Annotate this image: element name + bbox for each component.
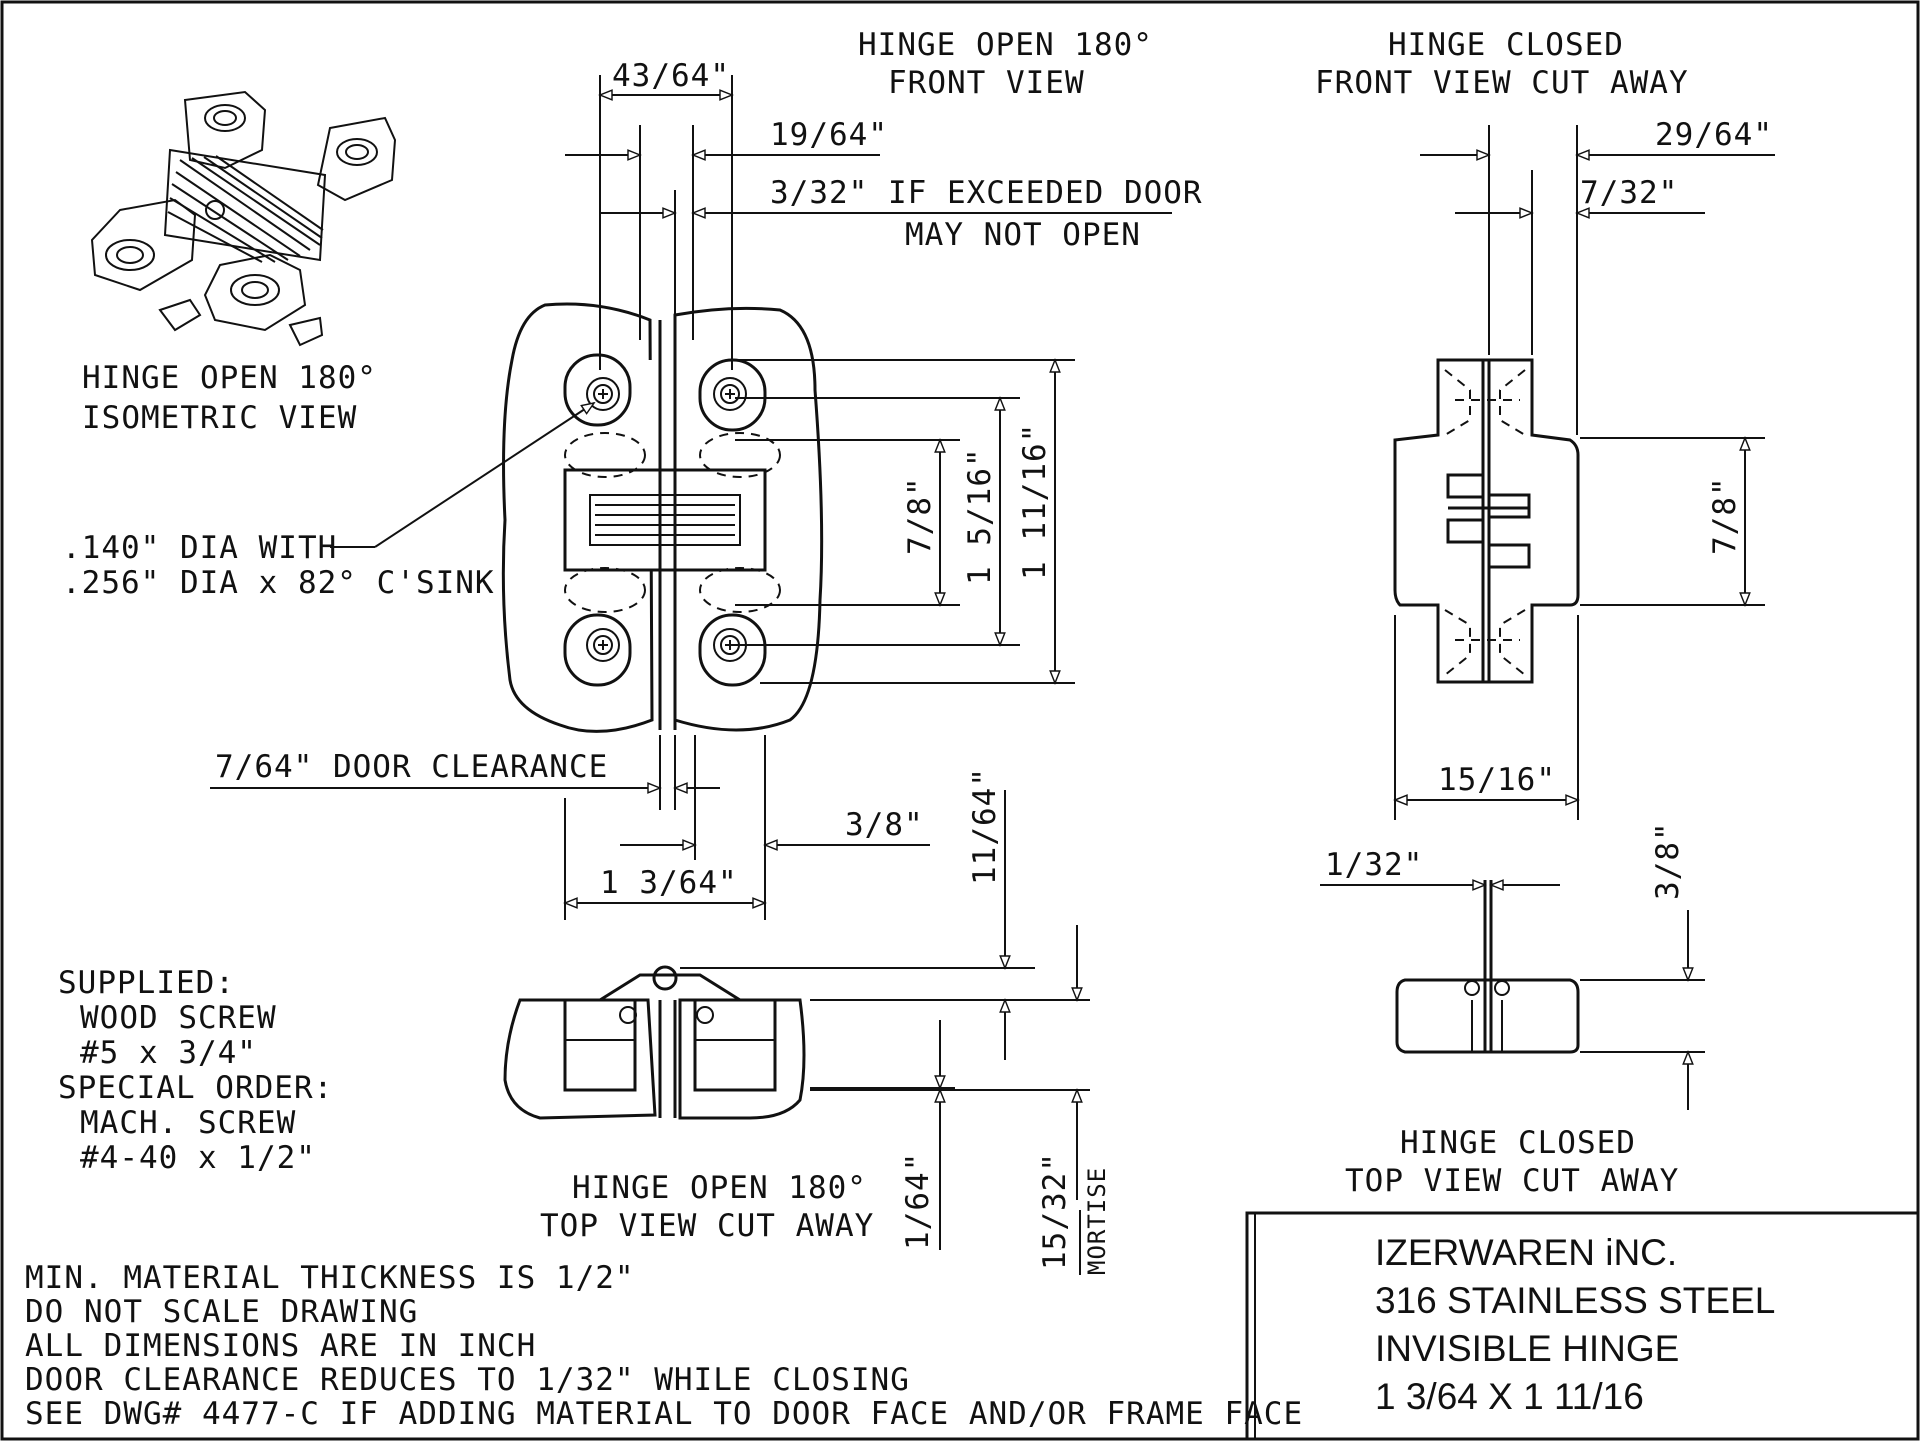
isometric-hinge-drawing: [90, 90, 397, 347]
dim-3-32-note-line2: MAY NOT OPEN: [905, 217, 1141, 253]
isometric-view-title-line1: HINGE OPEN 180°: [82, 360, 377, 396]
supplied-line5: MACH. SCREW: [80, 1105, 296, 1141]
title-size: 1 3/64 X 1 11/16: [1375, 1376, 1644, 1417]
dim-29-64: 29/64": [1655, 117, 1773, 153]
hole-callout-line1: .140" DIA WITH: [62, 530, 337, 566]
supplied-line2: WOOD SCREW: [80, 1000, 277, 1036]
title-block-border: [1245, 1211, 1920, 1441]
front-view-open-drawing: [501, 302, 824, 733]
dim-1-5-16: 1 5/16": [962, 447, 998, 585]
dim-1-64: 1/64": [900, 1152, 936, 1250]
note-line: SEE DWG# 4477-C IF ADDING MATERIAL TO DO…: [25, 1396, 1303, 1432]
front-view-dimension-lines: [210, 75, 1172, 920]
top-view-closed-drawing: [1395, 880, 1580, 1054]
front-closed-view-title-line2: FRONT VIEW CUT AWAY: [1315, 65, 1689, 101]
dim-3-32-note-line1: 3/32" IF EXCEEDED DOOR: [770, 175, 1203, 211]
note-line: MIN. MATERIAL THICKNESS IS 1/2": [25, 1260, 635, 1296]
top-open-view-title-line1: HINGE OPEN 180°: [572, 1170, 867, 1206]
top-closed-view-title-line1: HINGE CLOSED: [1400, 1125, 1636, 1161]
supplied-line3: #5 x 3/4": [80, 1035, 257, 1071]
title-product: INVISIBLE HINGE: [1375, 1328, 1679, 1369]
supplied-line4: SPECIAL ORDER:: [58, 1070, 333, 1106]
title-block: IZERWAREN iNC. 316 STAINLESS STEEL INVIS…: [1375, 1232, 1775, 1417]
front-view-closed-drawing: [1393, 358, 1580, 684]
front-closed-dimension-lines: [1393, 125, 1775, 820]
dim-43-64: 43/64": [612, 58, 730, 94]
general-notes: MIN. MATERIAL THICKNESS IS 1/2" DO NOT S…: [25, 1260, 1303, 1432]
supplied-line6: #4-40 x 1/2": [80, 1140, 316, 1176]
front-open-view-title-line1: HINGE OPEN 180°: [858, 27, 1153, 63]
top-open-view-title-line2: TOP VIEW CUT AWAY: [540, 1208, 874, 1244]
dim-7-8-front: 7/8": [902, 476, 938, 555]
top-view-dimension-lines: [680, 790, 1090, 1275]
dim-1-32: 1/32": [1325, 847, 1423, 883]
title-material: 316 STAINLESS STEEL: [1375, 1280, 1775, 1321]
dim-door-clearance: 7/64" DOOR CLEARANCE: [215, 749, 608, 785]
supplied-line1: SUPPLIED:: [58, 965, 235, 1001]
front-closed-view-title-line1: HINGE CLOSED: [1388, 27, 1624, 63]
title-company: IZERWAREN iNC.: [1375, 1232, 1677, 1273]
dim-mortise-label: MORTISE: [1083, 1167, 1111, 1275]
front-open-view-title-line2: FRONT VIEW: [888, 65, 1085, 101]
dim-7-8-closed: 7/8": [1707, 476, 1743, 555]
note-line: DOOR CLEARANCE REDUCES TO 1/32" WHILE CL…: [25, 1362, 910, 1398]
dim-3-8-front: 3/8": [845, 807, 924, 843]
dim-7-32: 7/32": [1580, 175, 1678, 211]
top-view-open-drawing: [503, 965, 806, 1120]
dim-11-64: 11/64": [967, 767, 1003, 885]
supplied-screws-note: SUPPLIED: WOOD SCREW #5 x 3/4" SPECIAL O…: [58, 965, 333, 1176]
note-line: ALL DIMENSIONS ARE IN INCH: [25, 1328, 536, 1364]
dim-19-64: 19/64": [770, 117, 888, 153]
note-line: DO NOT SCALE DRAWING: [25, 1294, 418, 1330]
isometric-view-title-line2: ISOMETRIC VIEW: [82, 400, 357, 436]
top-closed-dimension-lines: [1320, 879, 1705, 1110]
dim-15-16: 15/16": [1438, 762, 1556, 798]
dim-1-11-16: 1 11/16": [1017, 423, 1053, 580]
hole-callout-line2: .256" DIA x 82° C'SINK: [62, 565, 495, 601]
dim-15-32: 15/32": [1037, 1152, 1073, 1270]
dim-3-8-closed: 3/8": [1650, 821, 1686, 900]
dim-1-3-64: 1 3/64": [600, 865, 738, 901]
top-closed-view-title-line2: TOP VIEW CUT AWAY: [1345, 1163, 1679, 1199]
